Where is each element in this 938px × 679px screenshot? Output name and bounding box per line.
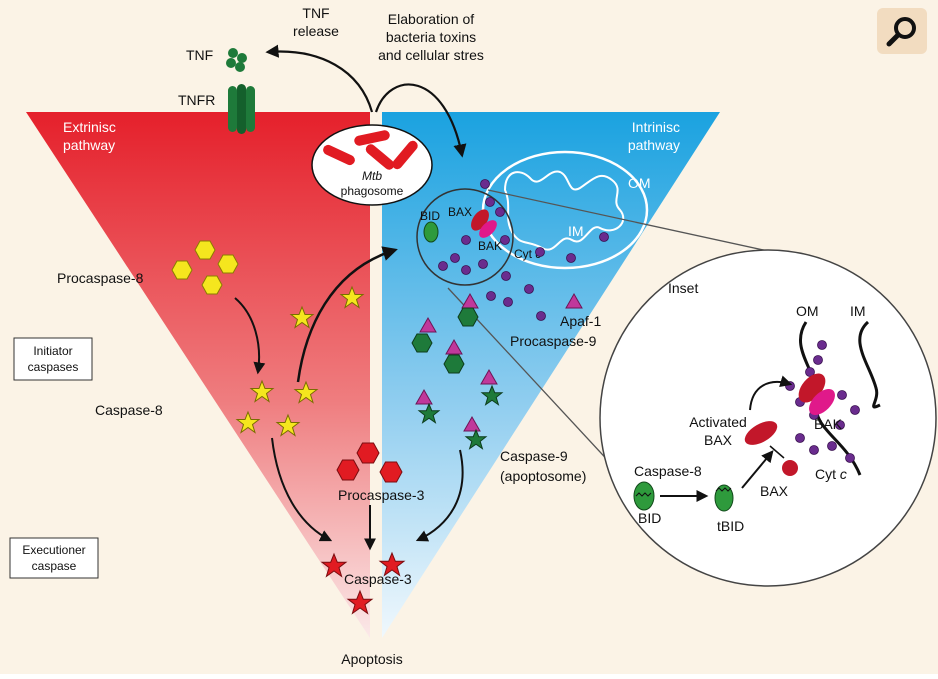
procaspase3-label: Procaspase-3	[338, 487, 425, 503]
tbid-to-bax-arrow	[741, 450, 774, 489]
inset-om-label: OM	[796, 303, 819, 319]
tnf-release-arrow	[265, 44, 374, 113]
bak-protein-icon	[479, 220, 497, 238]
inset-title: Inset	[668, 280, 698, 296]
bid-label: BID	[420, 209, 440, 223]
inset-tbid-zigzag	[715, 487, 732, 492]
executioner-label-1: Executioner	[22, 543, 85, 557]
extrinsic-label-1: Extrinisc	[63, 119, 116, 135]
inset-circle	[599, 249, 937, 587]
inset-im-label: IM	[850, 303, 866, 319]
tnf-ligand-icon	[226, 48, 247, 72]
activated-bax-label-1: Activated	[689, 414, 747, 430]
inset-bak-icon	[809, 389, 835, 415]
initiator-label-1: Initiator	[33, 344, 72, 358]
bak-label: BAK	[478, 239, 502, 253]
mtb-phagosome	[311, 124, 433, 206]
procaspase8-to-caspase8-arrow	[234, 297, 266, 375]
inset-caspase8-label: Caspase-8	[634, 463, 702, 479]
om-label: OM	[628, 175, 651, 191]
inset-inner-membrane	[858, 320, 881, 409]
phagosome-label: phagosome	[341, 184, 404, 198]
initiator-box	[13, 337, 93, 381]
caspase3-label: Caspase-3	[344, 571, 412, 587]
inset-bak-label: BAK	[814, 416, 843, 432]
executioner-box	[9, 537, 99, 579]
inset-tbid-label: tBID	[717, 518, 744, 534]
activated-bax-label-2: BAX	[704, 432, 733, 448]
apaf1-label: Apaf-1	[560, 313, 601, 329]
elaboration-label-1: Elaboration of	[388, 11, 475, 27]
im-label: IM	[568, 223, 584, 239]
procaspase8-label: Procaspase-8	[57, 270, 144, 286]
caspase8-to-bid-arrow	[296, 246, 398, 383]
mitochondrion-cristae	[503, 170, 625, 251]
tnf-release-label-2: release	[293, 23, 339, 39]
inset-connector-top	[487, 189, 801, 259]
zoom-circle	[416, 188, 514, 286]
expand-figure-button[interactable]	[877, 8, 927, 54]
phagosome-mtb-label: Mtb	[362, 169, 382, 183]
tnfr-receptor-icon	[228, 84, 255, 134]
caspase9-label-1: Caspase-9	[500, 448, 568, 464]
tnf-release-label-1: TNF	[302, 5, 329, 21]
bax-label: BAX	[448, 205, 472, 219]
initiator-label-2: caspases	[28, 360, 79, 374]
elaboration-label-2: bacteria toxins	[386, 29, 476, 45]
bid-protein-icon	[423, 221, 439, 243]
intrinsic-label-2: pathway	[628, 137, 680, 153]
caspase9-label-2: (apoptosome)	[500, 468, 586, 484]
extrinsic-triangle	[26, 112, 370, 638]
inset-bax-inactive-icon	[782, 460, 798, 476]
inset-bid-label: BID	[638, 510, 661, 526]
caspase9-to-caspase3-arrow	[415, 449, 464, 542]
tnfr-label: TNFR	[178, 92, 215, 108]
tnf-label: TNF	[186, 47, 213, 63]
activated-bax-icon	[744, 421, 778, 445]
caspase8-label: Caspase-8	[95, 402, 163, 418]
inset-bid-icon	[633, 481, 655, 511]
inset-bid-zigzag	[635, 492, 652, 497]
apoptosis-label: Apoptosis	[341, 651, 402, 667]
executioner-label-2: caspase	[32, 559, 77, 573]
intrinsic-label-1: Intrinisc	[632, 119, 680, 135]
caspase8-to-caspase3-arrow	[271, 437, 333, 542]
bax-to-activated-arrow	[769, 445, 785, 459]
inset-tbid-icon	[714, 484, 734, 512]
elaboration-label-3: and cellular stres	[378, 47, 484, 63]
magnify-icon	[886, 17, 916, 47]
activation-arrow	[749, 375, 793, 411]
toxin-arrow	[374, 83, 467, 158]
extrinsic-label-2: pathway	[63, 137, 115, 153]
inset-cytc-label: Cyt c	[815, 466, 847, 482]
inset-bax-label: BAX	[760, 483, 789, 499]
procaspase9-label: Procaspase-9	[510, 333, 597, 349]
mtb-bacteria-icon	[323, 130, 418, 170]
